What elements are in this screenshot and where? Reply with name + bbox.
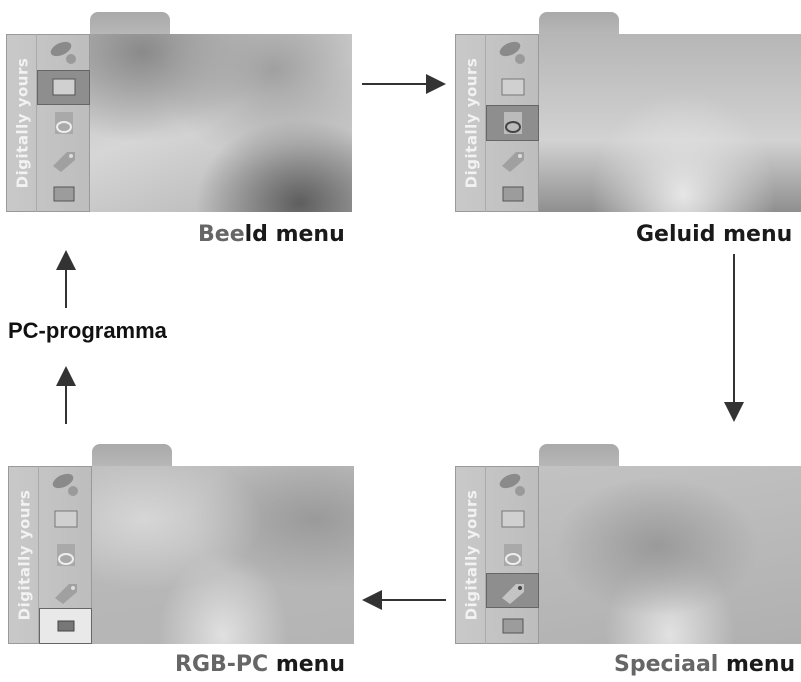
menu-body [539,34,801,212]
special-tag-icon[interactable] [36,140,90,177]
satellite-dish-icon[interactable] [36,34,90,70]
picture-icon[interactable] [38,501,92,538]
menu-sidebar: Digitally yours [455,466,539,644]
sound-icon[interactable] [36,105,90,141]
special-tag-icon[interactable] [485,572,539,609]
sound-icon[interactable] [38,537,92,573]
picture-icon[interactable] [485,501,539,538]
pc-monitor-icon[interactable] [485,608,539,644]
special-tag-icon[interactable] [485,140,539,177]
satellite-dish-icon[interactable] [485,466,539,502]
menu-sidebar: Digitally yours [455,34,539,212]
special-tag-icon[interactable] [38,572,92,609]
pc-monitor-icon[interactable] [485,176,539,212]
menu-body [92,466,354,644]
brand-text: Digitally yours [462,489,481,621]
menu-sidebar: Digitally yours [8,466,92,644]
picture-icon[interactable] [485,69,539,106]
menu-body [539,466,801,644]
brand-text: Digitally yours [462,57,481,189]
pc-programma-label: PC-programma [8,318,167,343]
label-rgb-pc-menu: RGB-PC menu [175,652,345,677]
satellite-dish-icon[interactable] [485,34,539,70]
picture-icon[interactable] [36,69,90,106]
label-speciaal-menu: Speciaal menu [614,652,796,677]
pc-monitor-icon[interactable] [36,176,90,212]
label-beeld-menu: Beeld menu [198,222,345,247]
satellite-dish-icon[interactable] [38,466,92,502]
brand-text: Digitally yours [13,57,32,189]
label-geluid-menu: Geluid menu [636,222,793,247]
menu-sidebar: Digitally yours [6,34,90,212]
menu-body [90,34,352,212]
sound-icon[interactable] [485,537,539,573]
pc-monitor-icon[interactable] [38,608,92,644]
sound-icon[interactable] [485,105,539,141]
brand-text: Digitally yours [15,489,34,621]
